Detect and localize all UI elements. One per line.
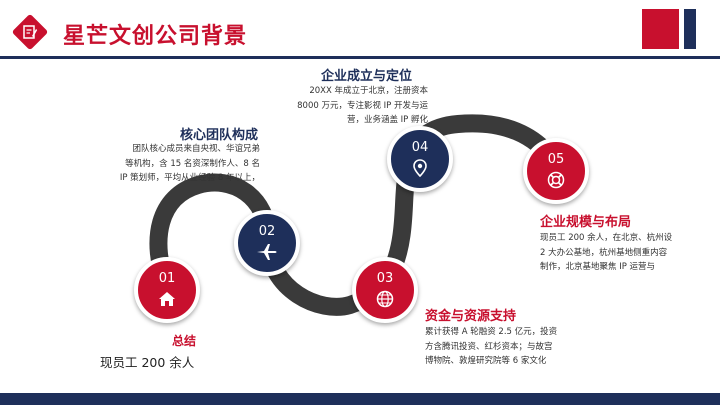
desc-line: 营，业务涵盖 IP 孵化 <box>346 115 428 125</box>
milestone-number: 03 <box>376 271 394 286</box>
desc-line: 等机构，含 15 名资深制作人、8 名 <box>125 158 260 169</box>
globe-icon <box>376 290 394 308</box>
milestone-node-03: 03 <box>352 257 418 323</box>
milestone-number: 04 <box>411 140 429 155</box>
milestone-node-02: 02 <box>234 210 300 276</box>
desc-line: 方含腾讯投资、红杉资本；与故宫 <box>425 341 553 352</box>
milestone-number: 01 <box>158 271 176 286</box>
lifebuoy-icon <box>547 171 565 189</box>
milestone-node-05: 05 <box>523 138 589 204</box>
desc-line: 团队核心成员来自央视、华谊兄弟 <box>132 144 260 154</box>
footer-bar <box>0 393 720 405</box>
milestone-desc-04: 20XX 年成立于北京，注册资本 8000 万元，专注影视 IP 开发与运 营，… <box>270 84 428 128</box>
page-title: 星芒文创公司背景 <box>63 24 248 49</box>
location-pin-icon <box>413 159 427 177</box>
milestone-title-03: 资金与资源支持 <box>425 309 517 324</box>
desc-line: 现员工 200 余人，在北京、杭州设 <box>540 233 673 243</box>
milestone-number: 05 <box>547 152 565 167</box>
home-icon <box>158 290 176 308</box>
desc-line: 博物院、敦煌研究院等 6 家文化 <box>425 356 547 366</box>
desc-line: 20XX 年成立于北京，注册资本 <box>309 86 428 96</box>
milestone-title-02: 核心团队构成 <box>180 128 259 143</box>
milestone-title-04: 企业成立与定位 <box>321 69 413 84</box>
header-accent-red <box>642 9 679 49</box>
milestone-node-01: 01 <box>134 257 200 323</box>
desc-line: 制作，北京基地聚焦 IP 运营与 <box>540 262 656 272</box>
milestone-node-04: 04 <box>387 126 453 192</box>
milestone-number: 02 <box>258 224 276 239</box>
airplane-icon <box>256 243 278 261</box>
desc-line: 累计获得 A 轮融资 2.5 亿元，投资 <box>425 327 558 337</box>
notepad-icon <box>17 19 43 45</box>
milestone-desc-02: 团队核心成员来自央视、华谊兄弟 等机构，含 15 名资深制作人、8 名 IP 策… <box>100 142 260 186</box>
desc-line: 2 大办公基地，杭州基地侧重内容 <box>540 247 668 258</box>
milestone-desc-03: 累计获得 A 轮融资 2.5 亿元，投资 方含腾讯投资、红杉资本；与故宫 博物院… <box>425 325 595 369</box>
header-accent-navy <box>684 9 696 49</box>
milestone-desc-05: 现员工 200 余人，在北京、杭州设 2 大办公基地，杭州基地侧重内容 制作，北… <box>540 231 710 275</box>
header-divider <box>0 56 720 59</box>
milestone-title-05: 企业规模与布局 <box>540 215 632 230</box>
milestone-desc-01: 现员工 200 余人 <box>100 355 195 370</box>
desc-line: 8000 万元，专注影视 IP 开发与运 <box>297 100 428 111</box>
desc-line: IP 策划师，平均从业经验 8 年以上， <box>119 173 260 183</box>
milestone-title-01: 总结 <box>172 334 197 348</box>
